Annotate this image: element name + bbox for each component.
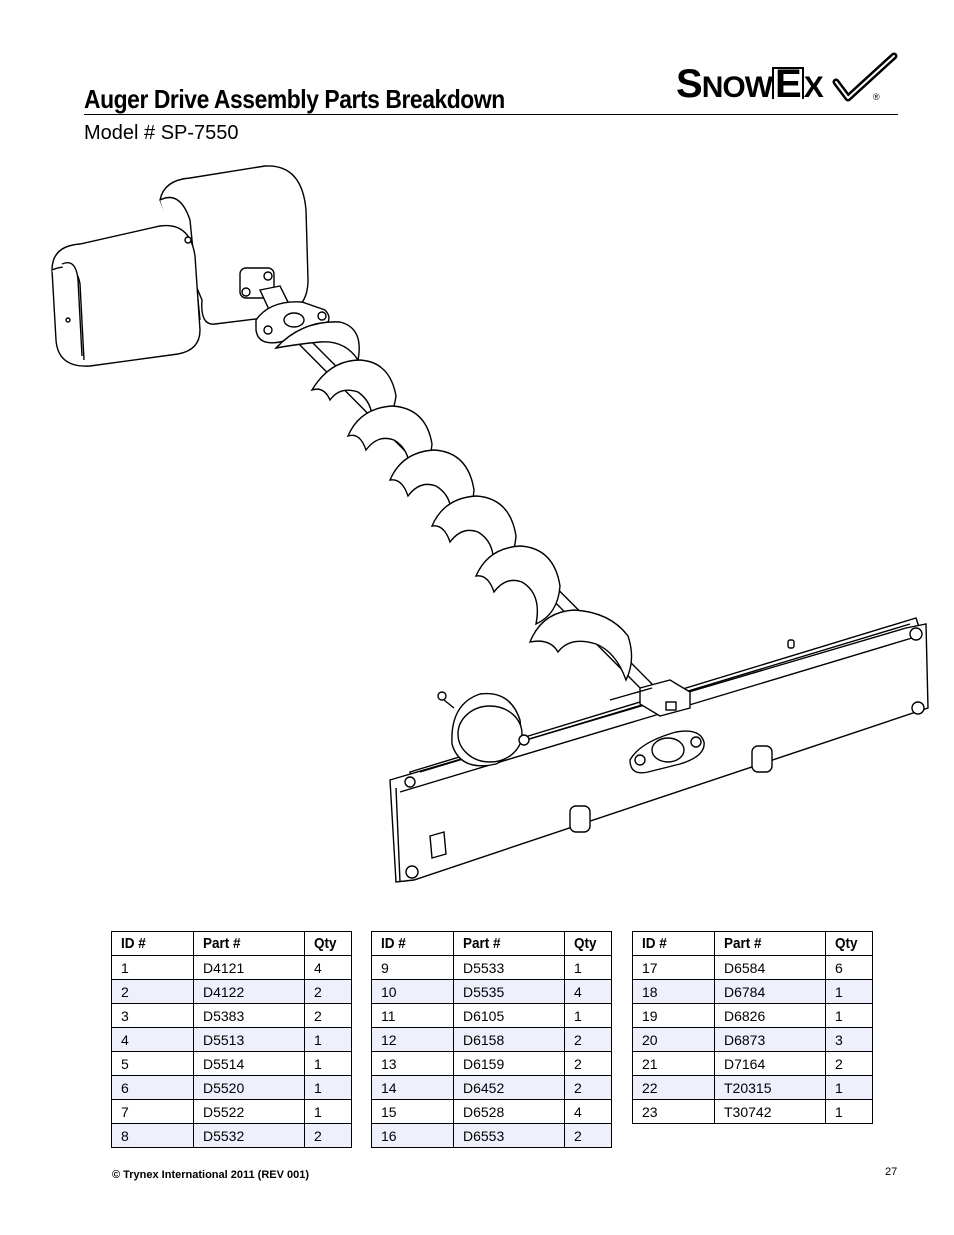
col-header-qty: Qty (304, 931, 352, 956)
col-header-part: Part # (453, 931, 565, 956)
model-number: Model # SP-7550 (84, 122, 239, 144)
col-header-qty: Qty (564, 931, 612, 956)
checkmark-icon (832, 52, 898, 102)
col-header-id: ID # (371, 931, 454, 956)
col-header-id: ID # (632, 931, 715, 956)
col-header-part: Part # (193, 931, 305, 956)
auger-assembly-diagram (51, 165, 929, 883)
page-title: Auger Drive Assembly Parts Breakdown (84, 84, 505, 114)
copyright-footer: © Trynex International 2011 (REV 001) (112, 1169, 310, 1181)
col-header-qty: Qty (825, 931, 873, 956)
col-header-part: Part # (714, 931, 826, 956)
title-rule (84, 114, 898, 115)
page-number: 27 (885, 1166, 898, 1178)
col-header-id: ID # (111, 931, 194, 956)
registered-mark: ® (873, 92, 880, 102)
